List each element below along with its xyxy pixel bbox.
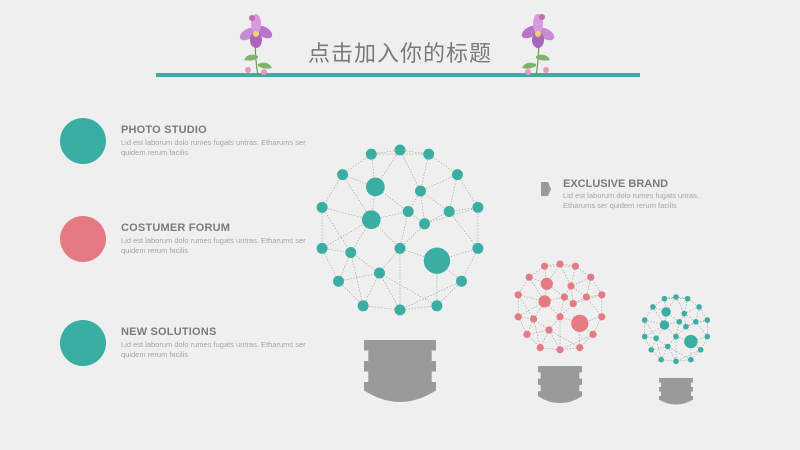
bulb-small-icon (641, 294, 711, 405)
brand-body: Lid est laborum dolo rumes fugats unras.… (563, 191, 699, 210)
item-body: Lid est laborum dolo rumes fugats untras… (121, 236, 306, 255)
bulb-large-icon (316, 144, 484, 402)
flower-right-icon (521, 14, 555, 77)
item-body: Lid est laborum dolo rumes fugats untras… (121, 138, 306, 157)
item-dot (60, 216, 106, 262)
item-heading: COSTUMER FORUM (121, 222, 231, 234)
flower-left-icon (239, 14, 273, 77)
item-dot (60, 320, 106, 366)
item-dot (60, 118, 106, 164)
title-underline (156, 73, 640, 77)
item-heading: PHOTO STUDIO (121, 124, 207, 136)
item-body: Lid est laborum dolo rumes fugats untras… (121, 340, 306, 359)
arrow-right-icon (541, 182, 551, 196)
bulb-medium-icon (514, 260, 606, 404)
brand-heading: EXCLUSIVE BRAND (563, 178, 669, 190)
item-heading: NEW SOLUTIONS (121, 326, 217, 338)
slide-title: 点击加入你的标题 (307, 42, 492, 67)
